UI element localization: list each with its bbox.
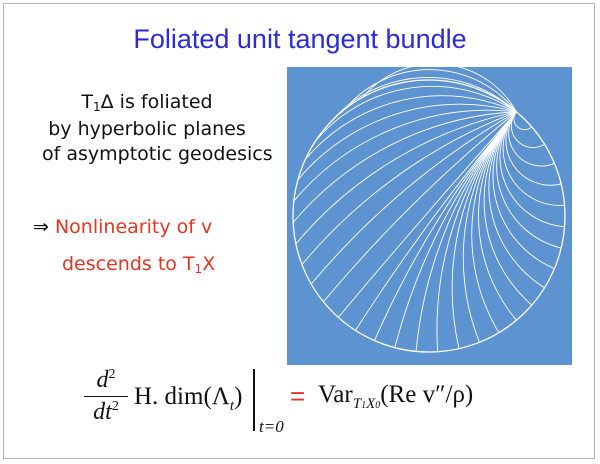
rhs-sub-1: 1: [361, 400, 367, 411]
lhs-text: H. dim(Λ: [134, 383, 230, 410]
lhs-close: ): [234, 383, 243, 410]
geodesic-arc: [505, 111, 562, 186]
num-exp: 2: [108, 367, 116, 382]
geodesic-arc: [483, 111, 533, 306]
claim-line-1: ⇒ Nonlinearity of v: [33, 216, 253, 238]
den-exp: 2: [111, 399, 119, 414]
equals-sign: =: [290, 381, 306, 411]
rhs-sub-T: T: [352, 396, 362, 412]
rhs-subscript: T1X0: [353, 396, 381, 412]
geodesic-arc: [301, 111, 517, 265]
geodesic-arc: [293, 109, 517, 202]
geodesic-arc: [492, 111, 555, 269]
geodesic-arc: [297, 103, 517, 181]
claim-line-2: descends to T1X: [62, 253, 282, 276]
geodesic-arc: [295, 111, 517, 245]
rhs-sub-X: X: [366, 396, 376, 412]
hyperbolic-disk-figure: [287, 67, 572, 365]
geodesic-arc: [304, 95, 517, 160]
implies-arrow: ⇒: [33, 216, 49, 238]
geodesic-arc: [496, 111, 562, 249]
geodesic-arc: [323, 111, 517, 303]
formula: d2 dt2 H. dim(Λt) t=0 = VarT1X0(Re v″/ρ): [0, 355, 600, 450]
frac-denominator: dt2: [84, 397, 128, 426]
geodesic-arc: [362, 67, 517, 113]
asymptotic-geodesics: [292, 67, 565, 352]
claim-text-1: Nonlinearity of v: [54, 216, 213, 238]
geodesic-arc: [451, 111, 517, 349]
geodesic-arc: [510, 111, 545, 149]
description-line-1: T1Δ is foliated: [42, 90, 252, 117]
geodesic-arc: [502, 111, 565, 206]
formula-rhs: VarT1X0(Re v″/ρ): [318, 381, 474, 412]
slide-title: Foliated unit tangent bundle: [133, 24, 467, 54]
geodesic-arc: [344, 69, 517, 113]
geodesic-arc: [315, 85, 517, 141]
lhs-sub: t: [229, 398, 235, 414]
geodesic-arc: [355, 111, 517, 331]
claim-text-2: descends to T: [62, 253, 195, 275]
geodesic-arc: [513, 111, 533, 131]
geodesic-arc: [310, 111, 517, 285]
disk-svg: [292, 67, 566, 353]
den-dt: dt: [93, 399, 112, 425]
symbol-T: T: [81, 91, 93, 113]
evaluation-bar: [253, 369, 255, 431]
description-block: T1Δ is foliated by hyperbolic planes of …: [42, 90, 273, 167]
description-text-1: is foliated: [119, 91, 213, 113]
frac-numerator: d2: [84, 367, 128, 397]
num-d: d: [96, 367, 109, 393]
geodesic-arc: [471, 111, 517, 333]
claim-sub: 1: [194, 262, 203, 276]
second-derivative: d2 dt2: [84, 367, 128, 426]
geodesic-arc: [478, 111, 517, 321]
description-line-3: of asymptotic geodesics: [42, 143, 273, 165]
evaluation-point: t=0: [259, 417, 284, 436]
rhs-body: (Re v″/ρ): [380, 381, 474, 408]
rhs-var: Var: [318, 381, 353, 408]
geodesic-arc: [436, 111, 517, 352]
geodesic-arc: [508, 111, 555, 167]
geodesic-arc: [499, 111, 565, 228]
symbol-delta: Δ: [100, 91, 114, 113]
rhs-sub-0: 0: [375, 400, 381, 411]
claim-tail: X: [202, 253, 216, 275]
formula-lhs: H. dim(Λt): [134, 383, 242, 415]
disk-boundary: [292, 79, 566, 353]
description-line-2: by hyperbolic planes: [48, 118, 246, 140]
symbol-sub: 1: [92, 100, 101, 114]
geodesic-arc: [462, 111, 517, 343]
geodesic-arc: [292, 111, 517, 223]
geodesic-arc: [488, 111, 545, 289]
